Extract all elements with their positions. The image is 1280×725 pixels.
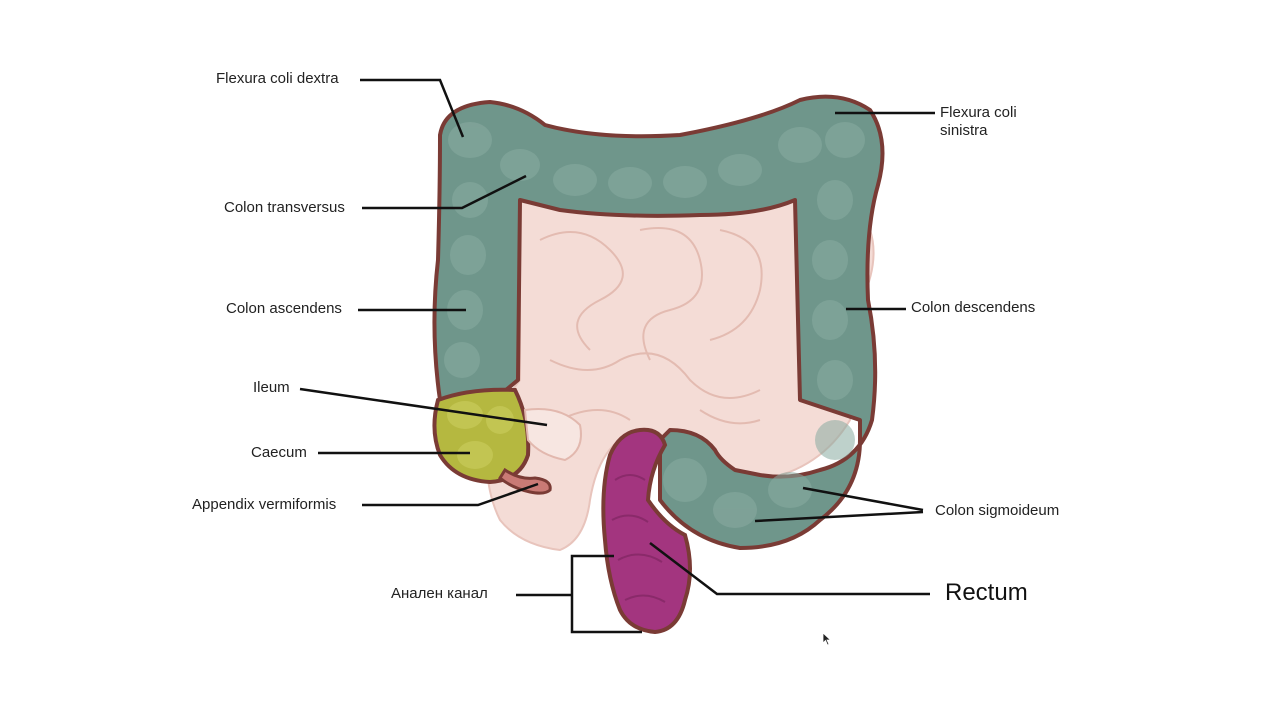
rectum-folds — [611, 474, 666, 603]
label-colon-transversus: Colon transversus — [224, 199, 345, 216]
label-ileum: Ileum — [253, 379, 290, 396]
line-appendix — [362, 482, 539, 507]
appendix-shape — [498, 467, 552, 495]
label-analen-kanal: Анален канал — [391, 585, 488, 602]
label-appendix-vermiformis: Appendix vermiformis — [192, 496, 337, 513]
label-rectum: Rectum — [945, 579, 1028, 606]
caecum-shape — [432, 387, 531, 485]
line-colon-transversus — [362, 174, 527, 210]
leader-lines — [299, 78, 935, 634]
line-colon-sigmoideum-1 — [802, 486, 924, 512]
ileum-shape — [523, 408, 582, 462]
caecum-folds — [447, 401, 514, 469]
label-colon-descendens: Colon descendens — [911, 299, 1036, 316]
line-ileum — [299, 387, 548, 427]
label-colon-sigmoideum: Colon sigmoideum — [935, 502, 1060, 519]
line-colon-sigmoideum-2 — [754, 510, 924, 523]
bracket-analen-kanal — [570, 554, 642, 634]
mouse-pointer-icon — [822, 632, 832, 646]
line-flexura-coli-dextra — [360, 78, 465, 138]
small-intestine-loops — [539, 227, 763, 425]
line-rectum — [649, 542, 930, 596]
label-colon-ascendens: Colon ascendens — [226, 300, 342, 317]
label-caecum: Caecum — [251, 444, 307, 461]
rectum-shape — [601, 427, 692, 635]
label-flexura-coli-dextra: Flexura coli dextra — [216, 70, 339, 87]
label-flexura-coli-sinistra: Flexura coli sinistra — [940, 104, 1017, 139]
